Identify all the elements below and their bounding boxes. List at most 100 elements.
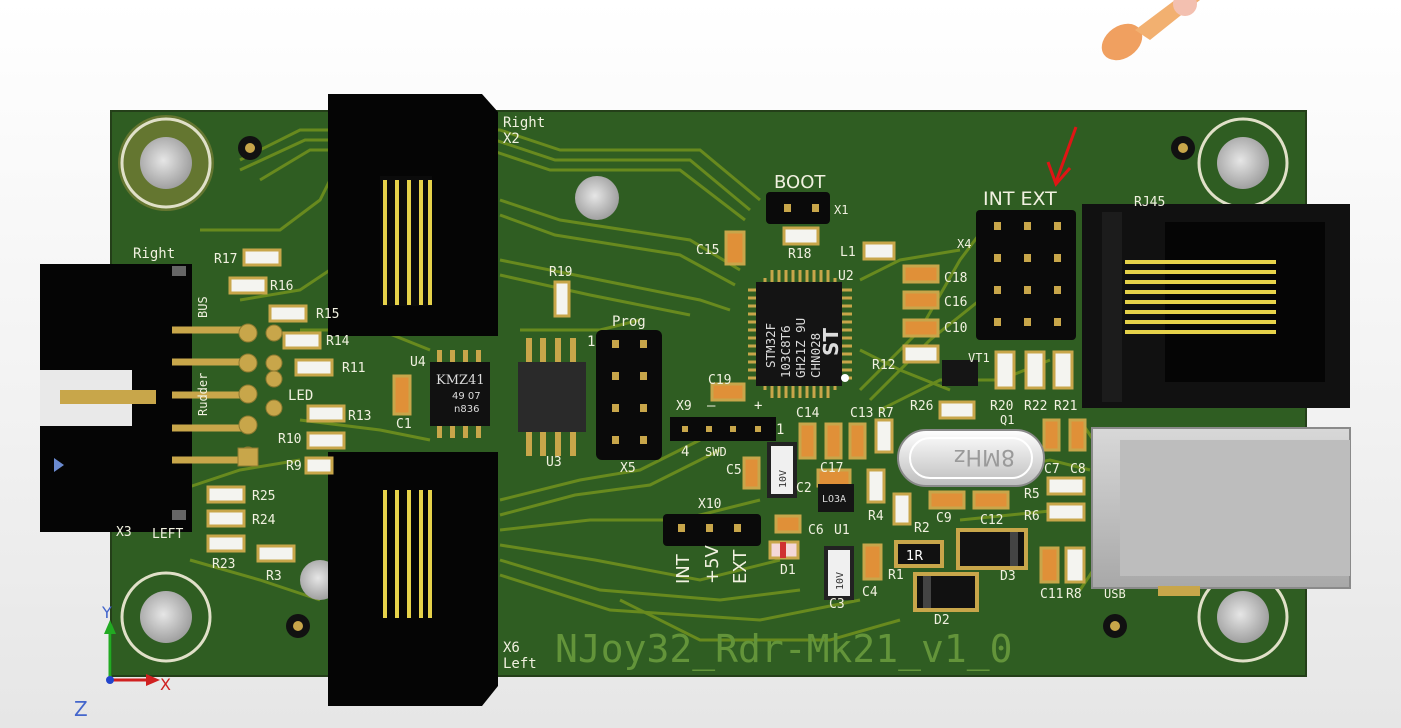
refdes-c18: C18 xyxy=(944,271,967,286)
refdes-c3: C3 xyxy=(829,597,845,612)
mounting-holes xyxy=(118,115,1289,663)
crystal-q1 xyxy=(897,429,1045,487)
refdes-c1: C1 xyxy=(396,417,412,432)
label-q1: Q1 xyxy=(1000,413,1014,427)
refdes-c19: C19 xyxy=(708,373,731,388)
mcu-marking-line1: STM32F xyxy=(763,323,778,368)
mcu-marking: STM32F 103C8T6 GH21Z 9U CHN028 xyxy=(763,318,823,378)
diode-d1 xyxy=(768,540,800,560)
refdes-r5: R5 xyxy=(1024,487,1040,502)
mcu-side-resistors xyxy=(782,226,1086,584)
label-vt1: VT1 xyxy=(968,351,990,365)
axis-triad: Y X Z xyxy=(74,603,171,721)
label-rj45: RJ45 xyxy=(1134,195,1165,210)
label-x6-left-line2: Left xyxy=(503,656,537,672)
refdes-r22: R22 xyxy=(1024,399,1047,414)
refdes-r11: R11 xyxy=(342,361,365,376)
refdes-r2: R2 xyxy=(914,521,930,536)
diode-d3 xyxy=(956,528,1028,570)
refdes-u1: U1 xyxy=(834,523,850,538)
sensor-u4 xyxy=(430,350,490,438)
mcu-marking-line4: CHN028 xyxy=(808,333,823,378)
jumper-header-x4 xyxy=(976,210,1076,340)
label-boot: BOOT xyxy=(774,172,826,193)
rj-connector-x6 xyxy=(328,452,498,706)
sensor-marking-line3: n836 xyxy=(454,404,479,415)
prog-header-x5 xyxy=(596,330,662,460)
capacitor-c1 xyxy=(392,374,412,416)
refdes-c8: C8 xyxy=(1070,462,1086,477)
mcu-side-capacitors xyxy=(710,230,1087,584)
refdes-r19: R19 xyxy=(549,265,572,280)
st-logo-icon: ST xyxy=(819,328,843,356)
refdes-r4: R4 xyxy=(868,509,884,524)
label-swd-pin1: 1 xyxy=(776,422,784,438)
refdes-c9: C9 xyxy=(936,511,952,526)
refdes-r18: R18 xyxy=(788,247,811,262)
refdes-c5: C5 xyxy=(726,463,742,478)
refdes-r25: R25 xyxy=(252,489,275,504)
refdes-c4: C4 xyxy=(862,585,878,600)
refdes-u2: U2 xyxy=(838,269,854,284)
jumper-header-x10 xyxy=(663,514,761,546)
label-x6-left-line1: X6 xyxy=(503,640,520,656)
capacitor-c3 xyxy=(824,546,854,600)
capacitor-c2 xyxy=(767,442,797,498)
label-swd-plus: + xyxy=(754,398,762,414)
transistor-vt1 xyxy=(942,360,978,386)
refdes-r21: R21 xyxy=(1054,399,1077,414)
resistor-r1 xyxy=(894,540,944,568)
label-right-x2-line1: Right xyxy=(503,115,545,131)
refdes-u4: U4 xyxy=(410,355,426,370)
r1-marking: 1R xyxy=(906,549,923,564)
refdes-c13: C13 xyxy=(850,406,873,421)
c3-marking: 10V xyxy=(835,572,846,590)
x3-pads xyxy=(237,323,283,467)
x3-pin-leads xyxy=(172,326,250,464)
refdes-r17: R17 xyxy=(214,252,237,267)
label-x10-ext: EXT xyxy=(730,549,751,584)
orange-rotate-glyph xyxy=(1101,0,1200,61)
axis-y-label: Y xyxy=(101,603,112,622)
refdes-r20: R20 xyxy=(990,399,1013,414)
mcu-marking-line2: 103C8T6 xyxy=(778,325,793,378)
label-x3: X3 xyxy=(116,525,132,540)
label-x10: X10 xyxy=(698,497,721,512)
refdes-c11: C11 xyxy=(1040,587,1063,602)
label-x1: X1 xyxy=(834,203,848,217)
refdes-r26: R26 xyxy=(910,399,933,414)
resistor-r19 xyxy=(553,280,571,318)
refdes-r16: R16 xyxy=(270,279,293,294)
label-int-ext: INT EXT xyxy=(983,188,1057,210)
label-x10-5v: +5V xyxy=(702,544,723,584)
refdes-c16: C16 xyxy=(944,295,967,310)
regulator-marking: LO3A xyxy=(822,494,846,505)
label-bus: BUS xyxy=(196,296,210,318)
refdes-c14: C14 xyxy=(796,406,820,421)
refdes-c2: C2 xyxy=(796,481,812,496)
refdes-u3: U3 xyxy=(546,455,562,470)
refdes-r13: R13 xyxy=(348,409,371,424)
red-annotation-arrow xyxy=(1046,126,1078,187)
chip-u3 xyxy=(518,338,586,456)
sensor-marking-line2: 49 07 xyxy=(452,391,481,402)
left-passive-resistors xyxy=(206,248,346,563)
label-x4: X4 xyxy=(957,237,971,251)
refdes-c10: C10 xyxy=(944,321,967,336)
label-right-side: Right xyxy=(133,246,175,262)
label-usb: USB xyxy=(1104,587,1126,601)
swd-header-x9 xyxy=(670,417,776,441)
refdes-r7: R7 xyxy=(878,406,894,421)
refdes-layer: R17R16R15R14R11R13R10R9R25R24R23R3C1U4U3… xyxy=(212,243,1086,628)
axis-z-label: Z xyxy=(74,697,88,721)
label-x10-int: INT xyxy=(673,553,694,584)
refdes-d3: D3 xyxy=(1000,569,1016,584)
label-prog-pin1: 1 xyxy=(587,334,595,350)
refdes-r10: R10 xyxy=(278,432,301,447)
refdes-d1: D1 xyxy=(780,563,796,578)
refdes-r14: R14 xyxy=(326,334,350,349)
refdes-c15: C15 xyxy=(696,243,719,258)
rj45-connector xyxy=(1082,204,1350,408)
rj-connector-x2 xyxy=(328,94,498,336)
refdes-c6: C6 xyxy=(808,523,824,538)
